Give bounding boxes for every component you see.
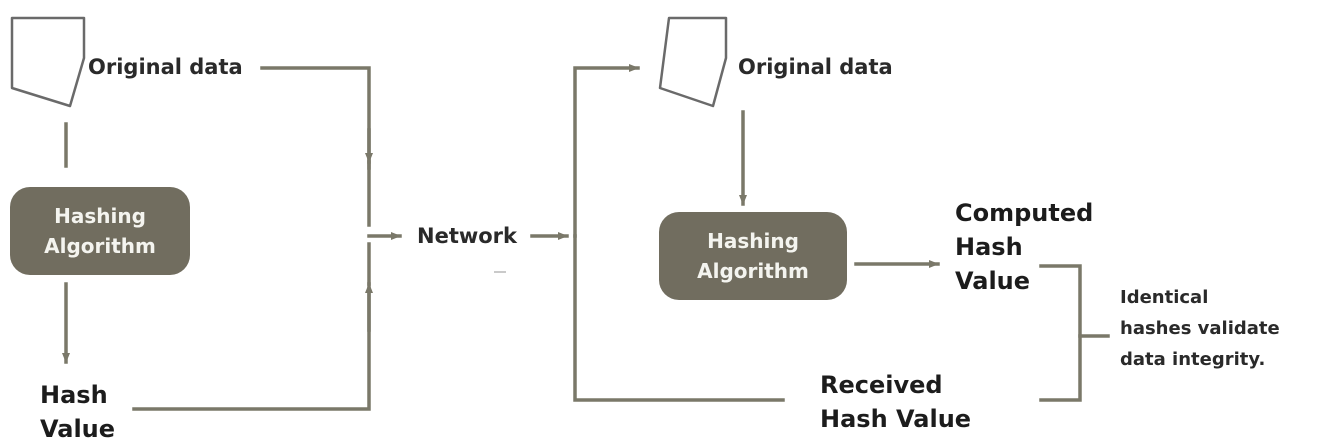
receiver-hashing-algorithm-box: Hashing Algorithm xyxy=(659,212,847,300)
connector-line xyxy=(260,66,371,170)
document-icon xyxy=(10,16,86,108)
comparison-bracket xyxy=(1039,264,1082,402)
receiver-hashing-algorithm-label: Hashing Algorithm xyxy=(697,229,809,283)
connector-line xyxy=(573,64,640,238)
connector-line xyxy=(132,288,371,411)
computed-hash-value-label: Computed Hash Value xyxy=(955,199,1094,295)
sender-hash-value-label: Hash Value xyxy=(40,381,116,443)
document-icon xyxy=(658,16,728,108)
integrity-note: Identical hashes validate data integrity… xyxy=(1120,287,1280,370)
sender-hashing-algorithm-label: Hashing Algorithm xyxy=(44,204,156,258)
sender-original-data-label: Original data xyxy=(88,55,243,79)
network-label: Network xyxy=(417,224,518,248)
receiver-original-data-label: Original data xyxy=(738,55,893,79)
sender-hashing-algorithm-box: Hashing Algorithm xyxy=(10,187,190,275)
connector-line xyxy=(573,234,785,402)
received-hash-value-label: Received Hash Value xyxy=(820,371,972,433)
